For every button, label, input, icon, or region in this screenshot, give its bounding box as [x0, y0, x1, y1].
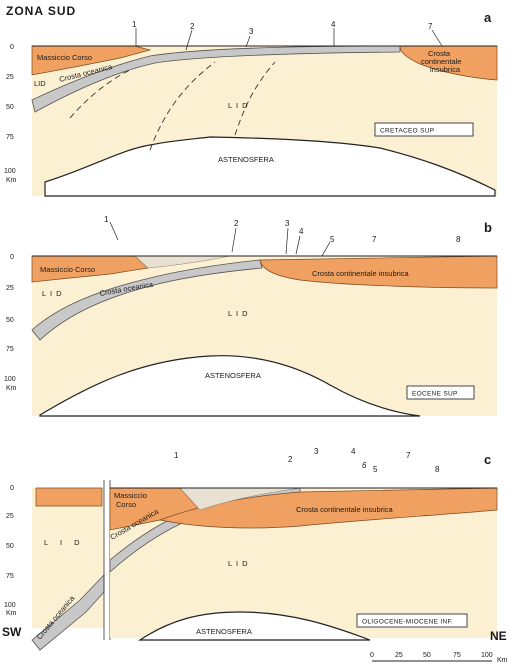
- panel-b-number-7: 7: [372, 235, 377, 244]
- panel-c-number-7: 7: [406, 451, 411, 460]
- panel-c-depth-axis: 0 25 50 75 100 Km: [4, 485, 17, 617]
- panel-c-tick-75: 75: [6, 573, 14, 580]
- panel-a-number-2: 2: [190, 22, 195, 31]
- panel-b-astenosfera-label: ASTENOSFERA: [205, 371, 261, 380]
- scale-tick-0: 0: [370, 652, 374, 659]
- panel-b-age-label: EOCENE SUP: [412, 391, 458, 398]
- panel-a-letter: a: [484, 10, 492, 25]
- panel-a: 1 2 3 4 7 a Massiccio Corso Crosta ocean…: [4, 10, 497, 196]
- panel-b-number-3: 3: [285, 219, 290, 228]
- panel-c-massiccio-label-1: Massiccio: [114, 491, 147, 500]
- panel-c-tick-25: 25: [6, 513, 14, 520]
- panel-c-letter: c: [484, 452, 491, 467]
- panel-b-leader-4: [296, 236, 300, 254]
- panel-b-number-1: 1: [104, 215, 109, 224]
- panel-a-tick-100: 100: [4, 168, 16, 175]
- panel-c-sw-label: SW: [2, 625, 22, 639]
- panel-c-number-2: 2: [288, 455, 293, 464]
- panel-a-tick-75: 75: [6, 134, 14, 141]
- panel-b-massiccio-label: Massiccio Corso: [40, 265, 95, 274]
- panel-b-number-5: 5: [330, 235, 335, 244]
- panel-c-massiccio-label-2: Corso: [116, 500, 136, 509]
- panel-b-tick-75: 75: [6, 346, 14, 353]
- panel-b-leader-2: [232, 228, 236, 252]
- panel-b-leader-1: [110, 222, 118, 240]
- scale-tick-100: 100: [481, 652, 493, 659]
- panel-a-tick-50: 50: [6, 104, 14, 111]
- panel-c-lid-center-label: L I D: [228, 559, 249, 568]
- panel-c-lid-left-label: L I D: [44, 538, 85, 547]
- panel-b-number-8: 8: [456, 235, 461, 244]
- panel-c-number-5: 5: [373, 465, 378, 474]
- panel-b-crosta-continentale-label: Crosta continentale insubrica: [312, 269, 410, 278]
- panel-c-age-label: OLIGOCENE-MIOCENE INF.: [362, 619, 453, 626]
- panel-b-leader-5: [322, 242, 330, 256]
- panel-b-tick-50: 50: [6, 317, 14, 324]
- panel-c-astenosfera-label: ASTENOSFERA: [196, 627, 252, 636]
- panel-a-depth-axis: 0 25 50 75 100 Km: [4, 44, 17, 184]
- panel-c-crosta-continentale-label: Crosta continentale insubrica: [296, 505, 394, 514]
- figure-title: ZONA SUD: [6, 4, 76, 18]
- panel-b-lid-left-label: L I D: [42, 289, 63, 298]
- panel-b-tick-25: 25: [6, 285, 14, 292]
- panel-a-crosta-label-3: insubrica: [430, 65, 461, 74]
- panel-a-number-7: 7: [428, 22, 433, 31]
- panel-a-massiccio-label: Massiccio Corso: [37, 53, 92, 62]
- panel-a-leader-7: [432, 30, 442, 46]
- scale-tick-50: 50: [423, 652, 431, 659]
- panel-b-number-2: 2: [234, 219, 239, 228]
- panel-a-tick-25: 25: [6, 74, 14, 81]
- scale-unit: Km: [497, 657, 508, 664]
- panel-b-depth-unit: Km: [6, 385, 17, 392]
- panel-a-age-label: CRETACEO SUP: [380, 128, 434, 135]
- panel-a-tick-0: 0: [10, 44, 14, 51]
- panel-c-number-8: 8: [435, 465, 440, 474]
- panel-b-depth-axis: 0 25 50 75 100 Km: [4, 254, 17, 392]
- panel-b-lid-center-label: L I D: [228, 309, 249, 318]
- panel-c-depth-unit: Km: [6, 610, 17, 617]
- panel-b-leader-3: [286, 228, 288, 254]
- panel-c-number-1: 1: [174, 451, 179, 460]
- panel-a-depth-unit: Km: [6, 177, 17, 184]
- panel-b-tick-0: 0: [10, 254, 14, 261]
- panel-a-number-3: 3: [249, 27, 254, 36]
- panel-c-number-3: 3: [314, 447, 319, 456]
- panel-a-leader-3: [246, 36, 250, 47]
- panel-b-letter: b: [484, 220, 492, 235]
- panel-c-tick-0: 0: [10, 485, 14, 492]
- panel-a-number-4: 4: [331, 20, 336, 29]
- panel-c-tick-50: 50: [6, 543, 14, 550]
- panel-c-number-6: 6: [362, 461, 367, 470]
- panel-b-tick-100: 100: [4, 376, 16, 383]
- panel-b-number-4: 4: [299, 227, 304, 236]
- panel-c: 1 2 3 4 6 5 7 8 c Massiccio Corso Crosta…: [2, 447, 507, 650]
- scale-tick-25: 25: [395, 652, 403, 659]
- scale-tick-75: 75: [453, 652, 461, 659]
- panel-a-lid-left-label: LID: [34, 79, 46, 88]
- panel-c-ne-label: NE: [490, 629, 507, 643]
- panel-c-number-4: 4: [351, 447, 356, 456]
- panel-c-inset-continent: [36, 488, 102, 506]
- panel-c-tick-100: 100: [4, 602, 16, 609]
- panel-a-number-1: 1: [132, 20, 137, 29]
- scale-bar: 0 25 50 75 100 Km: [370, 652, 508, 664]
- panel-a-astenosfera-label: ASTENOSFERA: [218, 155, 274, 164]
- panel-b: 1 2 3 4 5 7 8 b Massiccio Corso Crosta o…: [4, 215, 497, 416]
- panel-a-lid-center-label: L I D: [228, 101, 249, 110]
